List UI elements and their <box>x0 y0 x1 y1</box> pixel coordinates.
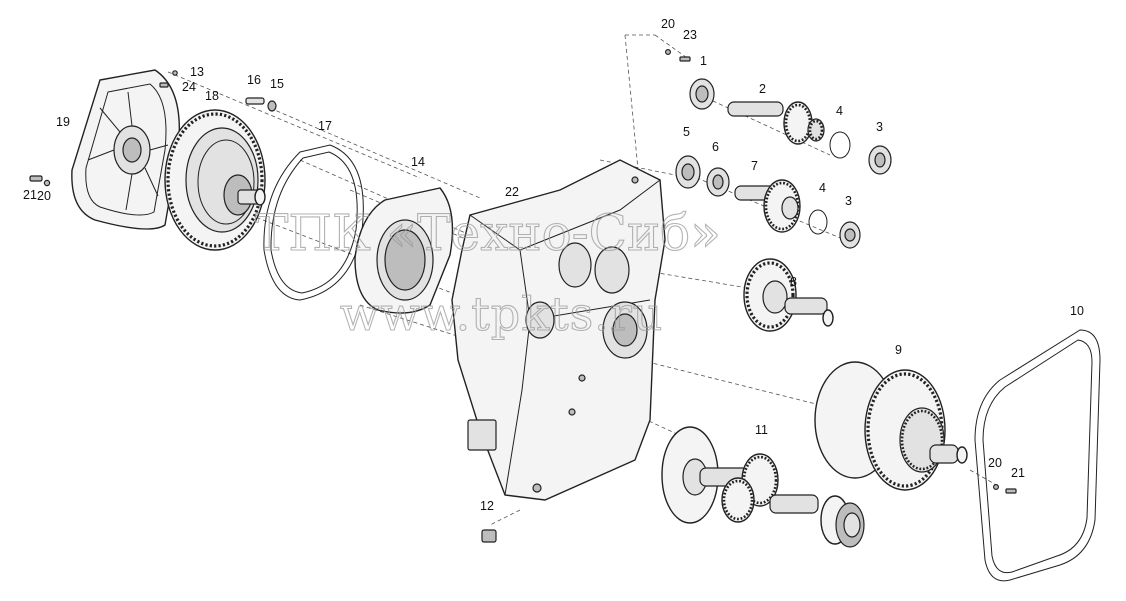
callout-23: 23 <box>683 28 697 42</box>
part-10-pan-gasket <box>974 329 1101 582</box>
callout-20: 20 <box>661 17 675 31</box>
callout-21: 21 <box>1011 466 1025 480</box>
callout-20: 20 <box>988 456 1002 470</box>
callout-15: 15 <box>270 77 284 91</box>
callout-11: 11 <box>755 423 768 437</box>
callout-17: 17 <box>318 119 332 133</box>
callout-4: 4 <box>819 181 826 195</box>
callout-21: 21 <box>23 188 37 202</box>
callout-2: 2 <box>759 82 766 96</box>
part-1-bearing <box>689 78 715 110</box>
part-18-torque-gear <box>164 109 266 251</box>
part-3-bearing-lower <box>839 221 861 249</box>
watermark-url: www.tpkts.ru <box>340 287 663 341</box>
callout-22: 22 <box>505 185 519 199</box>
part-20-21-right-fasteners <box>992 484 1017 494</box>
part-4-snap-ring-upper <box>829 131 851 159</box>
callout-14: 14 <box>411 155 425 169</box>
callout-19: 19 <box>56 115 70 129</box>
part-14-flange <box>354 187 454 314</box>
callout-labels: 1 2 3 3 4 4 5 6 7 8 9 10 11 12 13 14 15 … <box>23 17 1084 513</box>
callout-5: 5 <box>683 125 690 139</box>
part-3-bearing-upper <box>868 145 892 175</box>
callout-7: 7 <box>751 159 758 173</box>
callout-13: 13 <box>190 65 204 79</box>
part-8-output-shaft <box>743 258 834 332</box>
callout-8: 8 <box>790 275 797 289</box>
part-13-24-fasteners <box>159 70 178 88</box>
watermark-company: ТПК «Техно-Сиб» <box>255 204 721 262</box>
callout-12: 12 <box>480 499 494 513</box>
callout-24: 24 <box>182 80 196 94</box>
callout-10: 10 <box>1070 304 1084 318</box>
watermark: ТПК «Техно-Сиб» www.tpkts.ru <box>254 203 721 341</box>
part-6-bearing <box>706 167 730 197</box>
part-22-housing <box>451 159 666 501</box>
callout-6: 6 <box>712 140 719 154</box>
callout-3: 3 <box>845 194 852 208</box>
part-7-gear-shaft <box>734 179 801 233</box>
callout-1: 1 <box>700 54 707 68</box>
part-15-16-bolt <box>245 97 277 112</box>
callout-3: 3 <box>876 120 883 134</box>
callout-20: 20 <box>37 189 51 203</box>
callout-18: 18 <box>205 89 219 103</box>
callout-4: 4 <box>836 104 843 118</box>
part-2-gear-shaft <box>727 101 825 145</box>
part-9-clutch-pack <box>814 361 968 491</box>
part-20-21-left-bolt <box>29 175 51 187</box>
part-17-gasket <box>263 144 364 301</box>
part-5-bearing <box>675 155 701 189</box>
callout-16: 16 <box>247 73 261 87</box>
part-4-snap-ring-lower <box>808 209 828 235</box>
callout-9: 9 <box>895 343 902 357</box>
part-11-input-shaft <box>661 426 865 548</box>
part-12-plug <box>481 529 497 543</box>
part-19-cover <box>71 69 181 230</box>
part-20-23-top-fasteners <box>664 48 691 62</box>
